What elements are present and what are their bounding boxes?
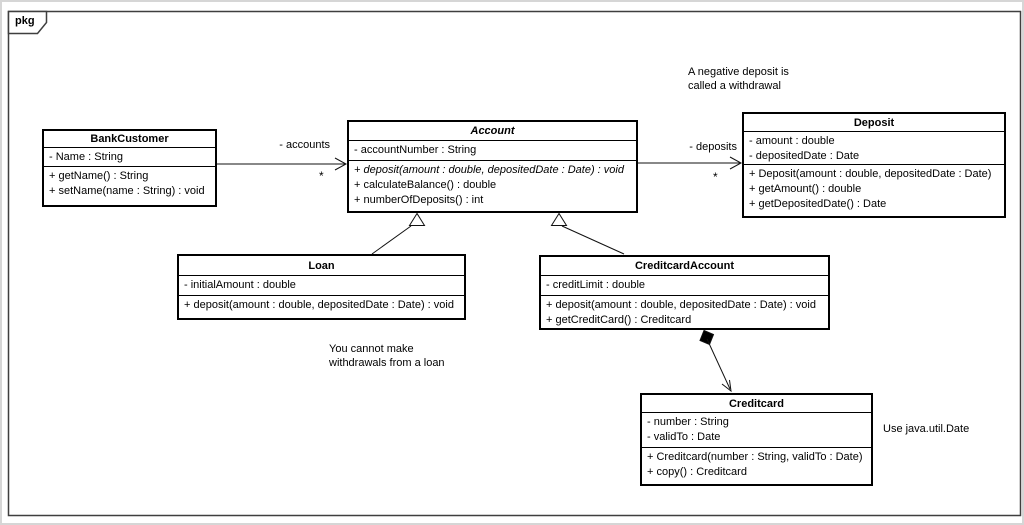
method: + Creditcard(number : String, validTo : … (647, 451, 863, 463)
class-title: CreditcardAccount (541, 257, 828, 276)
generalization-creditcardaccount-account (550, 212, 625, 255)
open-arrow-icon (334, 157, 348, 171)
association-deposits (638, 156, 743, 170)
filled-diamond-icon (699, 329, 715, 346)
methods-compartment: + deposit(amount : double, depositedDate… (179, 296, 464, 318)
attributes-compartment: - initialAmount : double (179, 276, 464, 296)
composition-creditcardaccount-creditcard (699, 329, 732, 393)
methods-compartment: + deposit(amount : double, depositedDate… (349, 161, 636, 211)
class-deposit[interactable]: Deposit - amount : double - depositedDat… (742, 112, 1006, 218)
attributes-compartment: - creditLimit : double (541, 276, 828, 296)
multiplicity-accounts: * (319, 169, 324, 183)
attribute: - depositedDate : Date (749, 150, 860, 162)
generalization-loan-account (371, 212, 426, 255)
note-withdrawal: A negative deposit is called a withdrawa… (688, 66, 789, 92)
attribute: - validTo : Date (647, 431, 721, 443)
attributes-compartment: - amount : double - depositedDate : Date (744, 132, 1004, 165)
multiplicity-deposits: * (713, 170, 718, 184)
method: + deposit(amount : double, depositedDate… (184, 299, 454, 311)
methods-compartment: + deposit(amount : double, depositedDate… (541, 296, 828, 328)
class-title: Deposit (744, 114, 1004, 132)
attributes-compartment: - Name : String (44, 148, 215, 167)
method: + getName() : String (49, 170, 149, 182)
method: + getDepositedDate() : Date (749, 198, 887, 210)
hollow-triangle-icon (550, 212, 568, 226)
attribute: - accountNumber : String (354, 144, 477, 156)
class-title: Loan (179, 256, 464, 276)
method: + getCreditCard() : Creditcard (546, 314, 692, 326)
class-creditcard[interactable]: Creditcard - number : String - validTo :… (640, 393, 873, 486)
hollow-triangle-icon (408, 212, 426, 226)
attribute: - creditLimit : double (546, 279, 646, 291)
method: + copy() : Creditcard (647, 466, 747, 478)
attribute: - Name : String (49, 151, 123, 163)
open-arrow-icon (729, 156, 743, 170)
method: + getAmount() : double (749, 183, 862, 195)
package-tab-label: pkg (15, 15, 35, 27)
class-title: BankCustomer (44, 131, 215, 148)
association-label-deposits: - deposits (689, 141, 737, 153)
class-title: Account (349, 122, 636, 141)
class-loan[interactable]: Loan - initialAmount : double + deposit(… (177, 254, 466, 320)
attribute: - amount : double (749, 135, 835, 147)
attributes-compartment: - accountNumber : String (349, 141, 636, 161)
open-arrow-icon (721, 379, 732, 393)
class-account[interactable]: Account - accountNumber : String + depos… (347, 120, 638, 213)
method: + Deposit(amount : double, depositedDate… (749, 168, 992, 180)
methods-compartment: + Creditcard(number : String, validTo : … (642, 448, 871, 484)
class-bankcustomer[interactable]: BankCustomer - Name : String + getName()… (42, 129, 217, 207)
attribute: - number : String (647, 416, 729, 428)
note-loan: You cannot make withdrawals from a loan (329, 343, 445, 369)
class-title: Creditcard (642, 395, 871, 413)
method: + numberOfDeposits() : int (354, 194, 484, 206)
method: + calculateBalance() : double (354, 179, 497, 191)
method: + setName(name : String) : void (49, 185, 205, 197)
attributes-compartment: - number : String - validTo : Date (642, 413, 871, 448)
methods-compartment: + getName() : String + setName(name : St… (44, 167, 215, 205)
attribute: - initialAmount : double (184, 279, 296, 291)
association-label-accounts: - accounts (279, 139, 330, 151)
class-creditcardaccount[interactable]: CreditcardAccount - creditLimit : double… (539, 255, 830, 330)
note-java-util-date: Use java.util.Date (883, 423, 970, 435)
method: + deposit(amount : double, depositedDate… (354, 164, 624, 176)
association-accounts (217, 157, 348, 171)
methods-compartment: + Deposit(amount : double, depositedDate… (744, 165, 1004, 216)
method: + deposit(amount : double, depositedDate… (546, 299, 816, 311)
